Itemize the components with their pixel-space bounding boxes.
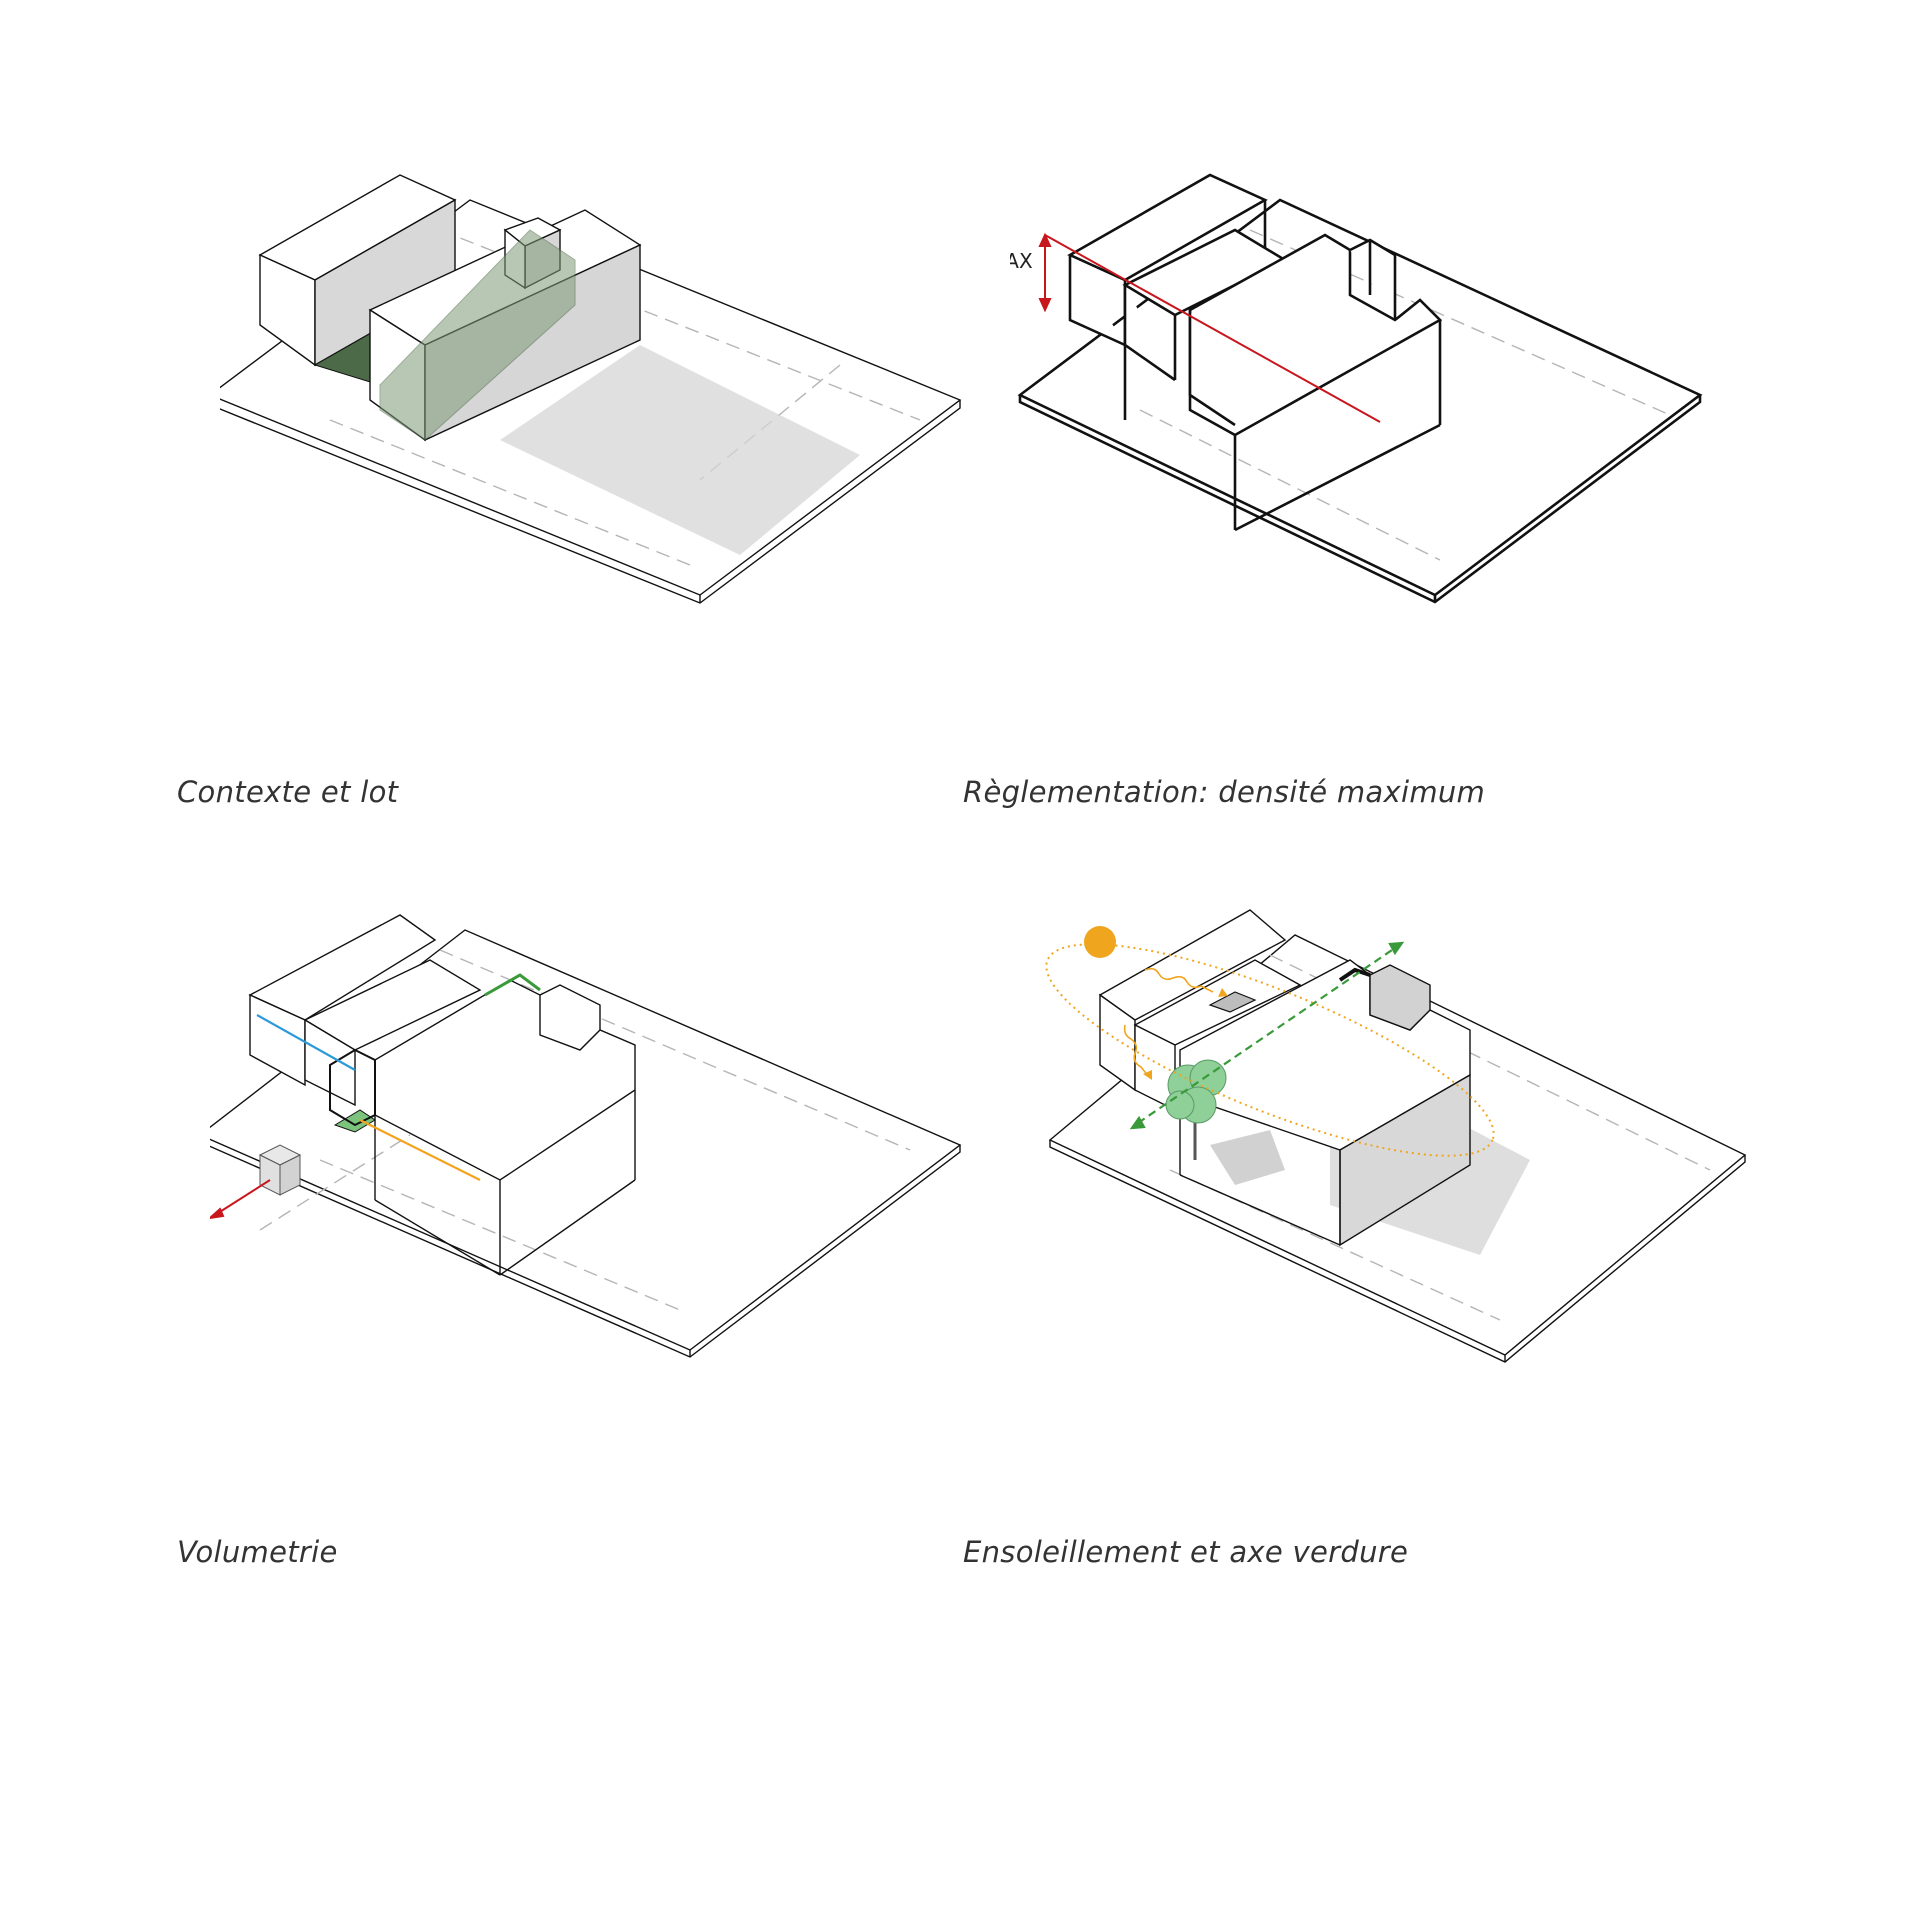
caption-sunlight: Ensoleillement et axe verdure [963, 1535, 1409, 1569]
sun-path [1045, 943, 1495, 1157]
right-volume [1179, 959, 1471, 1247]
green-roof-edge [484, 973, 541, 997]
middle-volume [303, 959, 482, 1107]
right-volume [374, 979, 636, 1276]
panel-context: Contexte et lot [177, 170, 1100, 1030]
caption-context: Contexte et lot [177, 775, 399, 809]
green-axis [1129, 941, 1405, 1130]
tree-shadow [1210, 1130, 1285, 1185]
green-entry-patch [333, 1109, 376, 1133]
sun-rays [1123, 967, 1228, 1080]
left-volume [258, 174, 457, 367]
panel-volumetry: Volumetrie [177, 910, 1090, 1770]
panel-sunlight: Ensoleillement et axe verdure [963, 900, 1890, 1760]
sunlight-diagram [1045, 909, 1747, 1363]
max-height-line [1044, 234, 1381, 423]
right-volume [1188, 233, 1443, 532]
small-cube [258, 1144, 302, 1196]
context-diagram [220, 174, 962, 604]
blue-axis [256, 1014, 356, 1071]
skylight [1208, 991, 1257, 1013]
orange-axis [359, 1119, 481, 1181]
setback-lines [259, 949, 911, 1311]
green-envelope-plane [379, 229, 576, 441]
caption-regulation: Règlementation: densité maximum [963, 775, 1486, 809]
sun-icon [1084, 926, 1116, 958]
red-push-arrow [210, 1179, 271, 1220]
setback-lines [1169, 954, 1711, 1321]
ground-shadow [500, 345, 860, 555]
panel-regulation: MAX Règlementation: densité maximum [963, 170, 1890, 1030]
volumetry-diagram [210, 914, 962, 1358]
dark-roof-edge [1338, 967, 1371, 982]
middle-volume [1122, 228, 1288, 382]
entry-void [329, 1048, 376, 1127]
left-volume [248, 914, 437, 1087]
left-volume [1098, 909, 1287, 1092]
left-volume [1067, 173, 1268, 420]
caption-volumetry: Volumetrie [177, 1535, 338, 1569]
max-height-label: MAX [1010, 249, 1033, 273]
max-height-arrow [1038, 232, 1052, 313]
regulation-diagram: MAX [1010, 173, 1703, 604]
